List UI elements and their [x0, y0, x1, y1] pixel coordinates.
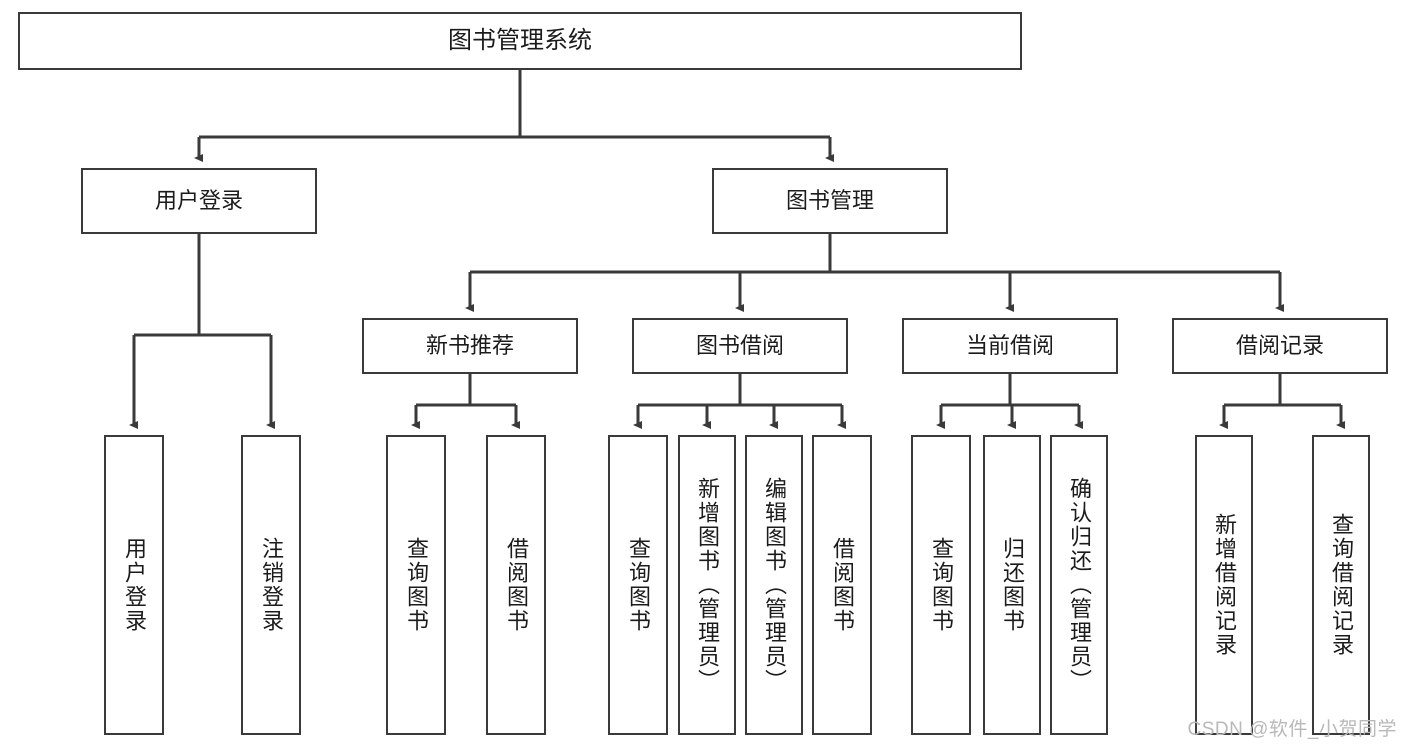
leaf-return-book[interactable]: 归还图书 — [983, 435, 1041, 735]
node-current-borrow[interactable]: 当前借阅 — [902, 318, 1118, 374]
node-label: 归还图书 — [1000, 537, 1025, 633]
node-root-system[interactable]: 图书管理系统 — [18, 12, 1022, 70]
leaf-user-login[interactable]: 用户登录 — [104, 435, 164, 735]
node-label: 注销登录 — [259, 537, 284, 633]
node-book-borrow[interactable]: 图书借阅 — [632, 318, 848, 374]
node-label: 借阅记录 — [1235, 333, 1324, 359]
node-user-login[interactable]: 用户登录 — [81, 168, 317, 234]
node-label: 查询图书 — [404, 537, 429, 633]
node-label: 图书管理系统 — [448, 27, 592, 55]
node-label: 用户登录 — [154, 188, 243, 214]
node-label: 用户登录 — [122, 537, 147, 633]
node-new-book-recommend[interactable]: 新书推荐 — [362, 318, 578, 374]
leaf-borrow-book-newrec[interactable]: 借阅图书 — [486, 435, 546, 735]
node-label: 查询借阅记录 — [1329, 513, 1354, 657]
watermark: CSDN @软件_小贺同学 — [1187, 719, 1397, 740]
leaf-borrow-book[interactable]: 借阅图书 — [812, 435, 872, 735]
leaf-edit-book-admin[interactable]: 编辑图书（管理员） — [745, 435, 803, 735]
leaf-query-book-current[interactable]: 查询图书 — [911, 435, 971, 735]
node-label: 确认归还（管理员） — [1067, 477, 1092, 693]
leaf-confirm-return-admin[interactable]: 确认归还（管理员） — [1050, 435, 1108, 735]
node-label: 新增图书（管理员） — [695, 477, 720, 693]
leaf-query-borrow-record[interactable]: 查询借阅记录 — [1312, 435, 1370, 735]
node-label: 新增借阅记录 — [1212, 513, 1237, 657]
node-label: 查询图书 — [929, 537, 954, 633]
node-label: 图书借阅 — [695, 333, 784, 359]
leaf-add-borrow-record[interactable]: 新增借阅记录 — [1195, 435, 1253, 735]
leaf-logout[interactable]: 注销登录 — [241, 435, 301, 735]
node-label: 当前借阅 — [965, 333, 1054, 359]
node-label: 新书推荐 — [425, 333, 514, 359]
node-borrow-record[interactable]: 借阅记录 — [1172, 318, 1388, 374]
leaf-query-book-newrec[interactable]: 查询图书 — [386, 435, 446, 735]
leaf-query-book-borrow[interactable]: 查询图书 — [608, 435, 668, 735]
node-book-management[interactable]: 图书管理 — [712, 168, 948, 234]
node-label: 编辑图书（管理员） — [762, 477, 787, 693]
node-label: 借阅图书 — [830, 537, 855, 633]
leaf-add-book-admin[interactable]: 新增图书（管理员） — [678, 435, 736, 735]
node-label: 图书管理 — [785, 188, 874, 214]
node-label: 查询图书 — [626, 537, 651, 633]
node-label: 借阅图书 — [504, 537, 529, 633]
